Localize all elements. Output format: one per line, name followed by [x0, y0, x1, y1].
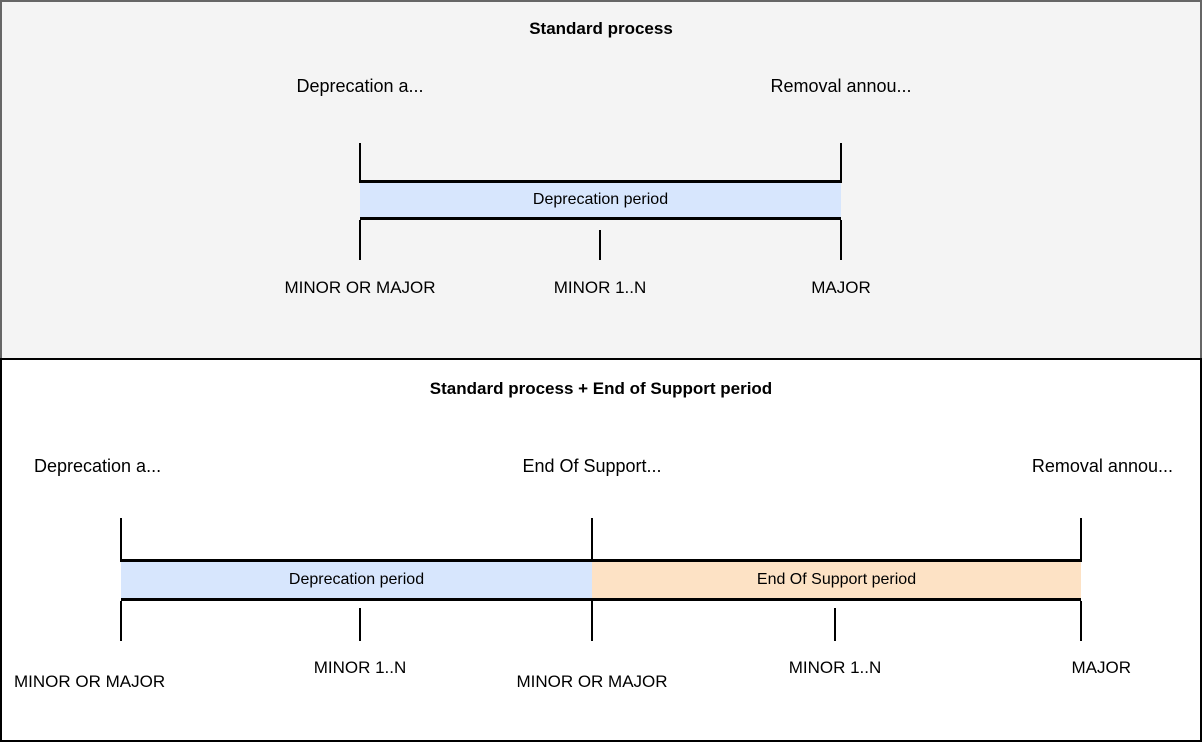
- tick-top-end-2: [1080, 518, 1082, 562]
- milestone-label-removal-announced-2: Removal annou...: [1031, 456, 1173, 476]
- tick-bottom-minor-1n-2b: [834, 608, 836, 641]
- tick-bottom-major-2: [1080, 601, 1082, 641]
- period-end-of-support-2: End Of Support period: [592, 559, 1081, 601]
- period-deprecation-label-2: Deprecation period: [288, 571, 425, 588]
- release-label-minor-1n-1: MINOR 1..N: [553, 278, 647, 297]
- panel-standard-process-title: Standard process: [529, 19, 673, 38]
- release-label-minor-1n-2a: MINOR 1..N: [313, 658, 407, 677]
- period-end-of-support-label-2: End Of Support period: [756, 571, 917, 588]
- tick-top-start-1: [359, 143, 361, 183]
- release-label-major-1: MAJOR: [811, 278, 871, 297]
- release-label-major-2: MAJOR: [1071, 658, 1132, 677]
- tick-top-start-2: [120, 518, 122, 562]
- tick-bottom-minor-or-major-2a: [120, 601, 122, 641]
- release-label-minor-or-major-2b: MINOR OR MAJOR: [516, 672, 668, 691]
- tick-bottom-minor-1n-2a: [359, 608, 361, 641]
- milestone-label-deprecation-announced-1: Deprecation a...: [296, 76, 424, 96]
- milestone-label-removal-announced-1: Removal annou...: [770, 76, 912, 96]
- release-label-minor-or-major-1: MINOR OR MAJOR: [284, 278, 436, 297]
- release-label-minor-or-major-2a: MINOR OR MAJOR: [14, 672, 166, 691]
- period-deprecation-1: Deprecation period: [360, 180, 841, 220]
- tick-bottom-minor-or-major-2b: [591, 601, 593, 641]
- tick-top-end-1: [840, 143, 842, 183]
- tick-top-end-of-support-2: [591, 518, 593, 562]
- tick-bottom-minor-or-major-1: [359, 220, 361, 260]
- period-deprecation-label-1: Deprecation period: [532, 191, 669, 208]
- milestone-label-deprecation-announced-2: Deprecation a...: [34, 456, 162, 476]
- period-deprecation-2: Deprecation period: [121, 559, 592, 601]
- panel-end-of-support-process-title: Standard process + End of Support period: [429, 379, 773, 398]
- tick-bottom-major-1: [840, 220, 842, 260]
- panel-end-of-support-process: Standard process + End of Support period: [0, 358, 1202, 742]
- milestone-label-end-of-support-announced-2: End Of Support...: [522, 456, 662, 476]
- tick-bottom-minor-1n-1: [599, 230, 601, 260]
- release-label-minor-1n-2b: MINOR 1..N: [788, 658, 882, 677]
